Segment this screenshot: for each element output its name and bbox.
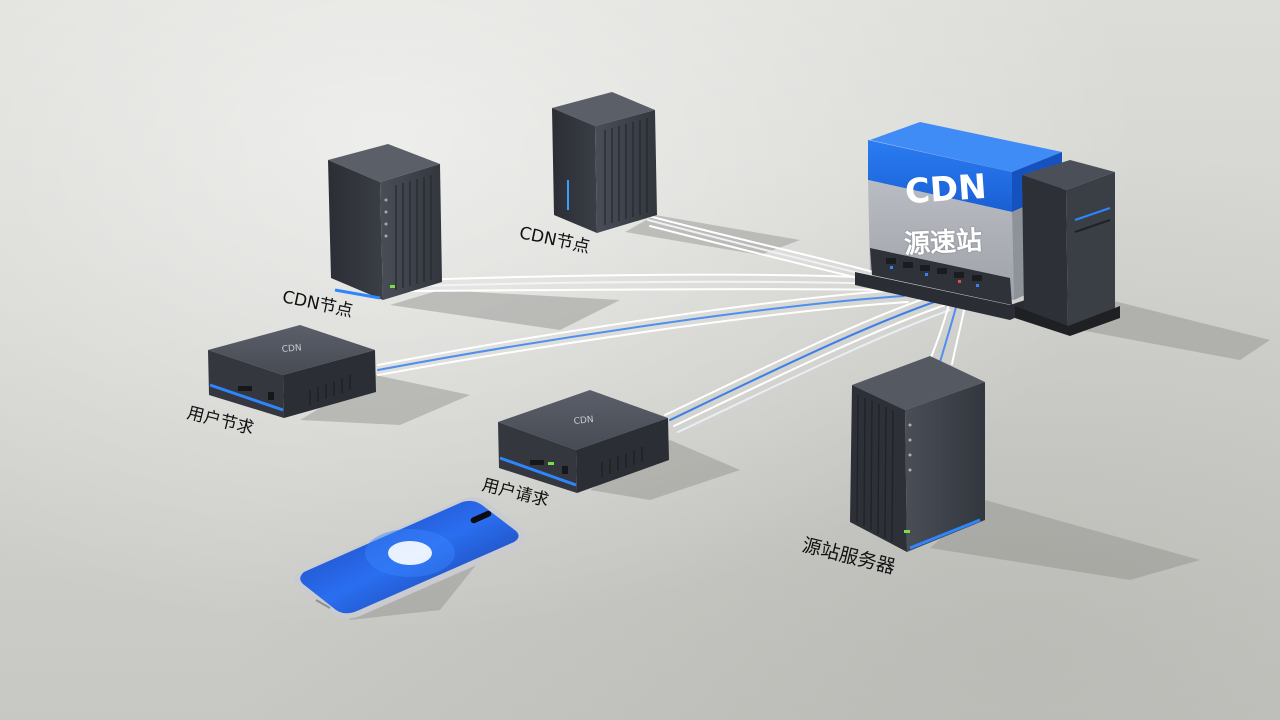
cloud-icon [388,541,432,565]
user-node-left-device: CDN [208,325,376,418]
cdn-node-back-device [552,92,657,233]
svg-text:CDN: CDN [573,415,594,427]
svg-text:CDN: CDN [281,343,302,355]
status-light-icon [904,530,910,533]
origin-tower-device [1015,160,1120,336]
sign-origin-text: 源速站 [903,225,983,261]
shadows [300,215,1270,620]
sign-cdn-text: CDN [903,166,988,213]
origin-server-device [850,356,985,552]
cdn-node-left-device [328,144,442,300]
user-request-center-device: CDN [498,390,669,493]
status-light-icon [390,285,395,288]
smartphone-device [294,497,526,619]
